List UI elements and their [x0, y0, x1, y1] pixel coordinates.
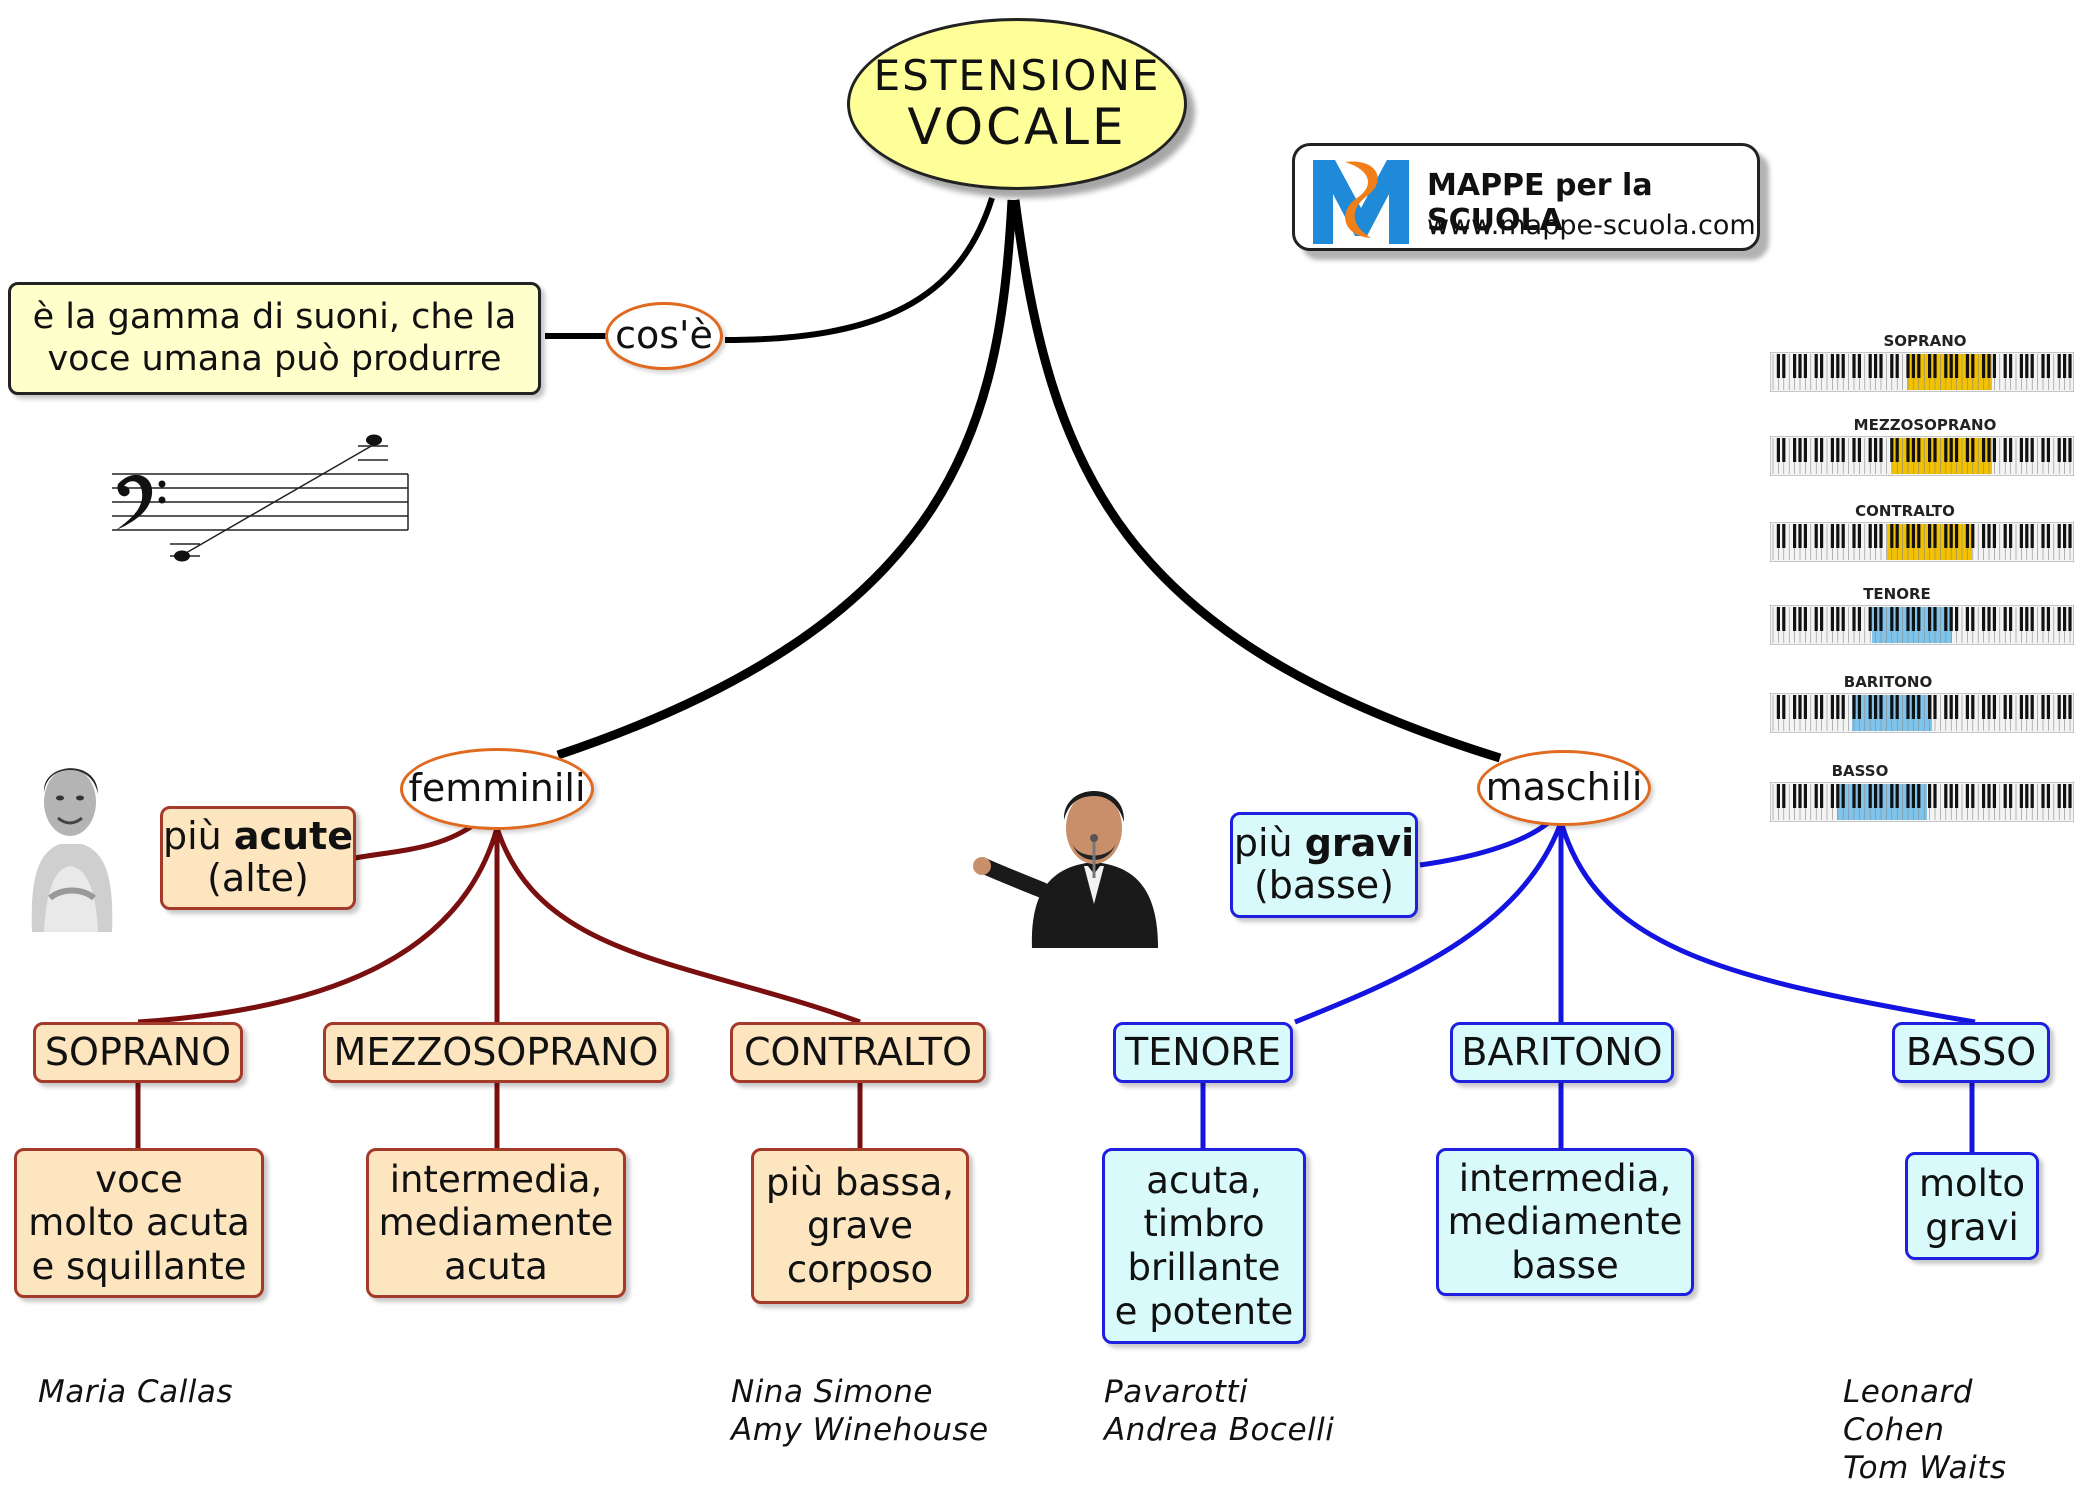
- keyboard-label-mezzosoprano: MEZZOSOPRANO: [1853, 416, 1997, 434]
- female-note-bold: acute: [233, 814, 354, 859]
- keyboard-contralto: [1770, 522, 2074, 562]
- tenore-node[interactable]: TENORE: [1113, 1022, 1293, 1083]
- link-title-to-femminili: [556, 199, 1017, 760]
- soprano-desc[interactable]: voce molto acuta e squillante: [14, 1148, 264, 1298]
- female-note-line2: (alte): [207, 856, 309, 900]
- maschili-node[interactable]: maschili: [1477, 750, 1651, 826]
- soprano-node[interactable]: SOPRANO: [33, 1022, 243, 1083]
- title-line1: ESTENSIONE: [873, 51, 1161, 101]
- logo-name: MAPPE per la SCUOLA: [1427, 168, 1653, 238]
- singer-basso: Leonard Cohen Tom Waits: [1843, 1374, 2007, 1487]
- keyboard-mezzosoprano: [1770, 436, 2074, 476]
- bass-clef-staff-icon: [112, 434, 409, 562]
- keyboard-label-tenore: TENORE: [1863, 585, 1931, 603]
- link-title-to-maschili: [1010, 199, 1502, 763]
- male-note-bold: gravi: [1304, 821, 1415, 866]
- definition-box[interactable]: è la gamma di suoni, che la voce umana p…: [8, 282, 541, 395]
- mezzosoprano-desc[interactable]: intermedia, mediamente acuta: [366, 1148, 626, 1298]
- male-note-line2: (basse): [1253, 863, 1395, 907]
- keyboard-soprano: [1770, 352, 2074, 392]
- keyboard-label-soprano: SOPRANO: [1883, 332, 1967, 350]
- keyboard-basso: [1770, 782, 2074, 822]
- keyboard-label-baritono: BARITONO: [1843, 673, 1933, 691]
- contralto-node[interactable]: CONTRALTO: [730, 1022, 986, 1083]
- mezzosoprano-node[interactable]: MEZZOSOPRANO: [323, 1022, 669, 1083]
- singer-tenore: Pavarotti Andrea Bocelli: [1104, 1374, 1335, 1449]
- keyboard-tenore: [1770, 605, 2074, 645]
- male-note-box[interactable]: più gravi (basse): [1230, 812, 1418, 918]
- title-line2: VOCALE: [907, 97, 1127, 156]
- keyboard-baritono: [1770, 693, 2074, 733]
- female-note-box[interactable]: più acute (alte): [160, 806, 356, 910]
- female-note-line1: più acute: [163, 814, 354, 859]
- male-note-line1: più gravi: [1233, 821, 1415, 866]
- link-femminili-to-note: [354, 819, 480, 861]
- logo-url[interactable]: www.mappe-scuola.com: [1427, 210, 1756, 241]
- connector-lines: [135, 197, 1976, 1152]
- contralto-desc[interactable]: più bassa, grave corposo: [751, 1148, 969, 1304]
- male-note-pre: più: [1233, 821, 1305, 866]
- link-femminili-to-soprano: [137, 827, 500, 1025]
- basso-node[interactable]: BASSO: [1892, 1022, 2050, 1083]
- singer-photo-female: [2, 748, 136, 932]
- baritono-node[interactable]: BARITONO: [1450, 1022, 1674, 1083]
- link-maschili-to-note: [1419, 821, 1550, 868]
- singer-photo-male: [972, 770, 1216, 948]
- singer-contralto: Nina Simone Amy Winehouse: [731, 1374, 989, 1449]
- link-femminili-to-contralto: [494, 827, 861, 1025]
- link-maschili-to-basso: [1559, 824, 1976, 1025]
- title-node[interactable]: ESTENSIONE VOCALE: [847, 18, 1187, 190]
- mappe-scuola-logo-icon: [1313, 160, 1409, 244]
- femminili-node[interactable]: femminili: [400, 748, 594, 830]
- link-maschili-to-tenore: [1294, 824, 1563, 1025]
- keyboard-label-contralto: CONTRALTO: [1855, 502, 1955, 520]
- link-title-to-cose: [724, 197, 995, 343]
- cose-link-node[interactable]: cos'è: [605, 302, 723, 370]
- female-note-pre: più: [163, 814, 234, 859]
- basso-desc[interactable]: molto gravi: [1905, 1152, 2039, 1260]
- mappe-scuola-logo[interactable]: MAPPE per la SCUOLA www.mappe-scuola.com: [1292, 143, 1760, 251]
- singer-soprano: Maria Callas: [38, 1374, 233, 1410]
- baritono-desc[interactable]: intermedia, mediamente basse: [1436, 1148, 1694, 1296]
- tenore-desc[interactable]: acuta, timbro brillante e potente: [1102, 1148, 1306, 1344]
- keyboard-label-basso: BASSO: [1831, 762, 1889, 780]
